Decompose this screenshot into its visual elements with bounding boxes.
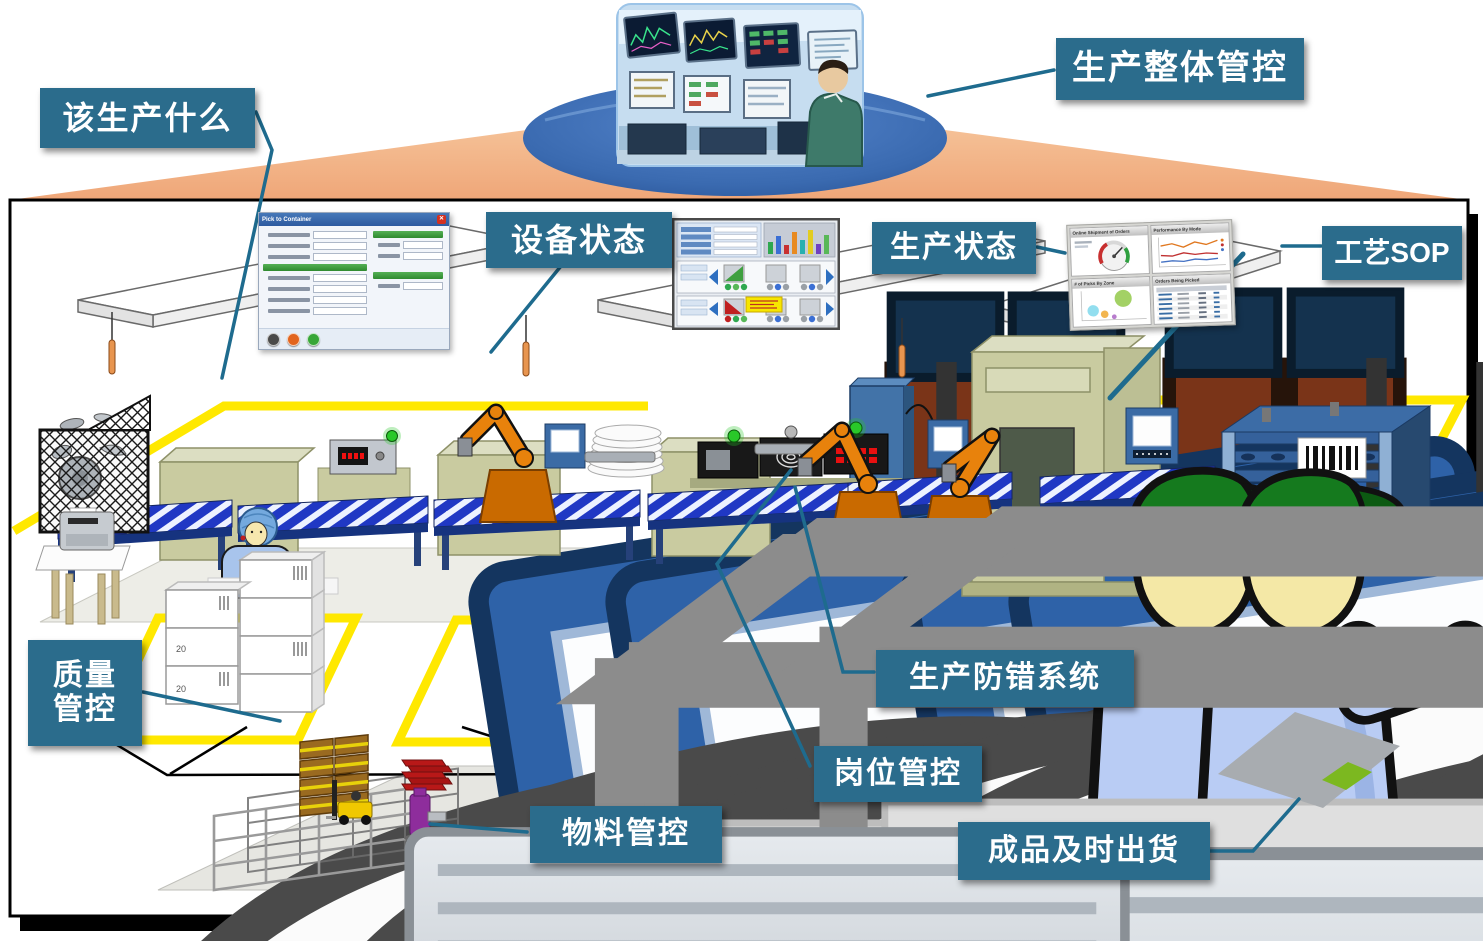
wall-monitor-1 xyxy=(623,11,681,59)
form-section-header xyxy=(373,272,443,279)
callout-process-sop: 工艺SOP xyxy=(1322,226,1462,280)
city-buildings xyxy=(1218,712,1400,808)
inline-screen xyxy=(544,423,586,469)
mesh-parts-bin xyxy=(38,394,151,534)
back-button[interactable] xyxy=(287,332,300,346)
wall-monitor-3 xyxy=(743,22,802,69)
line-chart xyxy=(1157,237,1226,268)
form-field[interactable] xyxy=(373,241,443,249)
form-field[interactable] xyxy=(263,231,367,239)
callout-material-control: 物料管控 xyxy=(530,806,722,863)
box-count-label: 20 xyxy=(176,684,186,694)
production-dashboard xyxy=(669,215,843,333)
callout-quality-control: 质量 管控 xyxy=(28,640,142,746)
bubble-chart xyxy=(1080,289,1147,322)
control-room-photo xyxy=(616,3,864,167)
form-title-bar: Pick to Container ✕ xyxy=(259,213,449,226)
form-field[interactable] xyxy=(263,242,367,250)
carton-stacks: 20 20 xyxy=(163,550,327,714)
quality-line-1: 质量 xyxy=(53,658,117,692)
analytics-dashboard: Online Shipment of Orders Performance By… xyxy=(1066,219,1236,331)
form-field[interactable] xyxy=(263,307,367,315)
go-button[interactable] xyxy=(307,332,320,346)
panel-picks-by-zone: # of Picks By Zone xyxy=(1071,276,1152,328)
callout-production-status: 生产状态 xyxy=(872,222,1036,274)
close-icon[interactable]: ✕ xyxy=(437,215,446,224)
callout-overall-control: 生产整体管控 xyxy=(1056,38,1304,100)
form-section-header xyxy=(263,264,367,271)
form-field[interactable] xyxy=(263,274,367,282)
warehouse-racks xyxy=(212,734,459,892)
panel-shipment-gauge: Online Shipment of Orders xyxy=(1069,225,1150,277)
robot-arm-2 xyxy=(797,421,908,547)
settings-button[interactable] xyxy=(267,332,280,346)
control-room xyxy=(523,3,947,196)
desk-monitor-row xyxy=(629,71,791,119)
robot-arm-1 xyxy=(457,403,558,523)
orders-table xyxy=(1156,285,1228,321)
form-body xyxy=(259,226,449,328)
form-field[interactable] xyxy=(263,253,367,261)
gauge-chart xyxy=(1074,240,1130,271)
box-count-label: 20 xyxy=(176,644,186,654)
form-toolbar xyxy=(259,328,449,349)
form-field[interactable] xyxy=(263,296,367,304)
parts-sheet-stack xyxy=(587,424,665,478)
callout-finished-goods: 成品及时出货 xyxy=(958,822,1210,880)
form-field[interactable] xyxy=(373,282,443,290)
panel-performance: Performance By Mode xyxy=(1150,222,1231,274)
callout-equipment-status: 设备状态 xyxy=(486,212,672,268)
form-field[interactable] xyxy=(263,285,367,293)
forklift-icon xyxy=(326,780,373,825)
form-field[interactable] xyxy=(373,252,443,260)
panel-orders-table: Orders Being Picked xyxy=(1152,273,1233,325)
alert-box xyxy=(745,296,783,313)
red-tray-stack xyxy=(401,759,453,791)
operator-person xyxy=(804,59,863,167)
form-section-header xyxy=(373,231,443,238)
machine-hmi-screen xyxy=(1125,407,1179,465)
mini-bar-chart xyxy=(768,230,829,254)
pick-form-window: Pick to Container ✕ xyxy=(258,212,450,350)
wall-monitor-4 xyxy=(807,29,859,71)
callout-what-to-produce: 该生产什么 xyxy=(40,88,255,148)
callout-station-control: 岗位管控 xyxy=(814,746,982,802)
quality-line-2: 管控 xyxy=(53,693,117,726)
pull-cords xyxy=(108,312,906,378)
wall-monitor-2 xyxy=(683,17,738,63)
label-printer-table xyxy=(35,507,131,625)
form-title: Pick to Container xyxy=(262,216,312,223)
callout-error-proofing: 生产防错系统 xyxy=(876,650,1134,707)
